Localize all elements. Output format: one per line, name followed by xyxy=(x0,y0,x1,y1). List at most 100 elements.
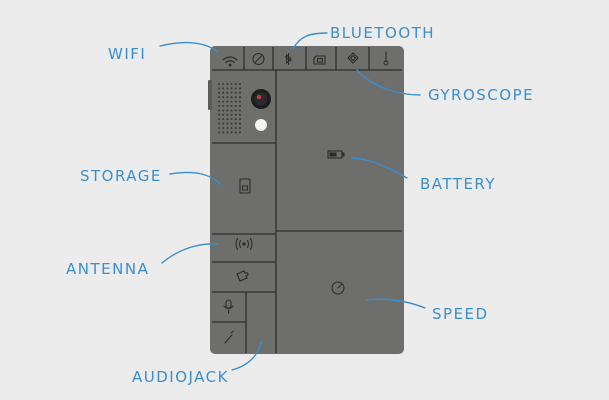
speaker-hole xyxy=(238,113,242,116)
speaker-hole xyxy=(217,96,221,99)
speaker-hole xyxy=(226,113,229,116)
bluetooth-icon xyxy=(284,52,292,66)
speaker-hole xyxy=(226,118,229,121)
speaker-hole xyxy=(234,113,237,116)
speaker-hole xyxy=(226,122,229,125)
sim-card-icon xyxy=(313,55,326,65)
speaker-hole xyxy=(234,104,237,108)
speaker-hole xyxy=(222,91,225,94)
speaker-hole xyxy=(226,91,229,94)
label-speed-text: SPEED xyxy=(432,305,489,323)
speaker-hole xyxy=(230,96,233,99)
label-battery: BATTERY xyxy=(420,175,496,193)
speaker-hole xyxy=(217,131,221,134)
speaker-hole xyxy=(222,87,225,90)
speedometer-icon xyxy=(331,281,345,295)
speaker-hole xyxy=(234,131,237,134)
speaker-hole xyxy=(222,131,225,134)
speaker-hole xyxy=(226,109,229,112)
speaker-hole xyxy=(230,122,233,125)
speaker-hole xyxy=(238,82,242,86)
speaker-hole xyxy=(226,126,229,130)
speaker-hole xyxy=(234,122,237,125)
label-battery-text: BATTERY xyxy=(420,175,497,193)
speaker-hole xyxy=(226,87,229,90)
speaker-hole xyxy=(226,100,229,103)
leader-wifi xyxy=(159,41,219,53)
speaker-hole xyxy=(238,100,242,103)
label-bluetooth-text: BLUETOOTH xyxy=(330,24,436,42)
speaker-hole xyxy=(234,96,237,99)
speaker-hole xyxy=(226,131,229,134)
label-gyroscope: GYROSCOPE xyxy=(428,86,534,104)
speaker-hole xyxy=(217,126,221,130)
speaker-hole xyxy=(222,113,225,116)
speaker-hole xyxy=(222,126,225,130)
speaker-hole xyxy=(222,82,225,86)
leader-antenna xyxy=(161,243,219,264)
flash-icon xyxy=(255,119,267,131)
storage-icon xyxy=(239,178,251,194)
antenna-icon xyxy=(235,237,253,251)
speaker-hole xyxy=(234,100,237,103)
label-wifi-text: WIFI xyxy=(108,45,147,63)
speaker-hole xyxy=(226,104,229,108)
speaker-hole xyxy=(238,87,242,90)
audiojack-icon xyxy=(224,330,235,344)
speaker-hole xyxy=(230,104,233,108)
leader-bluetooth xyxy=(292,32,328,50)
speaker-hole xyxy=(234,126,237,130)
speaker-hole xyxy=(238,104,242,108)
speaker-hole xyxy=(238,96,242,99)
speaker-hole xyxy=(230,87,233,90)
leader-speed xyxy=(366,298,426,309)
leader-audiojack xyxy=(231,341,262,371)
thermometer-icon xyxy=(383,51,389,66)
speaker-hole xyxy=(226,82,229,86)
speaker-hole xyxy=(230,82,233,86)
label-speed: SPEED xyxy=(432,305,489,323)
speaker-hole xyxy=(226,96,229,99)
label-antenna-text: ANTENNA xyxy=(66,260,150,278)
speaker-hole xyxy=(238,122,242,125)
label-antenna: ANTENNA xyxy=(66,260,149,278)
speaker-hole xyxy=(222,109,225,112)
speaker-hole xyxy=(238,109,242,112)
leader-battery xyxy=(351,157,408,179)
leader-lines xyxy=(159,32,426,371)
speaker-hole xyxy=(230,131,233,134)
speaker-hole xyxy=(234,91,237,94)
leader-storage xyxy=(169,171,221,185)
speaker-hole xyxy=(217,82,221,86)
speaker-hole xyxy=(222,104,225,108)
speaker-hole xyxy=(230,91,233,94)
speaker-hole xyxy=(230,113,233,116)
speaker-hole xyxy=(217,91,221,94)
label-storage: STORAGE xyxy=(80,167,162,185)
speaker-hole xyxy=(217,113,221,116)
module-grid xyxy=(212,47,402,353)
phone-body xyxy=(208,46,404,354)
speaker-hole xyxy=(234,82,237,86)
speaker-hole xyxy=(217,100,221,103)
compass-icon xyxy=(252,52,265,66)
label-wifi: WIFI xyxy=(108,45,146,63)
speaker-hole xyxy=(230,109,233,112)
camera-lens-icon xyxy=(251,89,271,109)
speaker-hole xyxy=(217,118,221,121)
speaker-hole xyxy=(217,109,221,112)
puzzle-icon xyxy=(236,270,249,282)
gyroscope-icon xyxy=(347,52,359,64)
speaker-hole xyxy=(222,118,225,121)
label-storage-text: STORAGE xyxy=(80,167,162,185)
microphone-icon xyxy=(223,299,234,314)
speaker-hole xyxy=(217,122,221,125)
label-audiojack-text: AUDIOJACK xyxy=(132,368,229,386)
speaker-hole xyxy=(222,122,225,125)
speaker-hole xyxy=(222,96,225,99)
label-bluetooth: BLUETOOTH xyxy=(330,24,435,42)
speaker-hole xyxy=(234,87,237,90)
speaker-hole xyxy=(217,104,221,108)
speaker-hole xyxy=(238,131,242,134)
speaker-hole xyxy=(238,91,242,94)
